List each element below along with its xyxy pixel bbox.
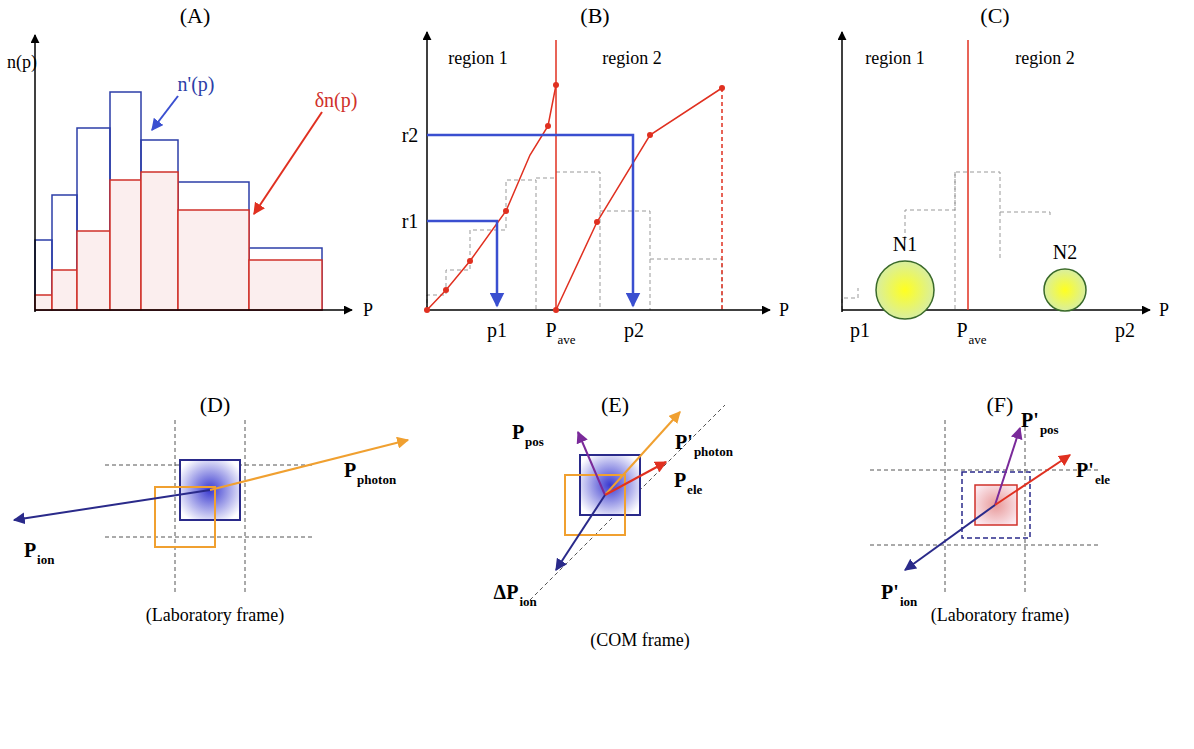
figure-label: P	[24, 540, 36, 560]
subscript-label: ave	[969, 333, 987, 346]
collision-f	[870, 420, 1100, 592]
figure-label: P'	[675, 432, 693, 452]
figure-label: (Laboratory frame)	[146, 606, 284, 624]
figure-label: n(p)	[7, 53, 37, 71]
figure-label: n'(p)	[178, 74, 215, 94]
figure-label: region 2	[1015, 49, 1074, 67]
particle-circle: N2	[1043, 268, 1087, 312]
figure-label: region 1	[448, 49, 507, 67]
figure-label: p1	[487, 320, 507, 340]
subscript-label: photon	[694, 445, 733, 458]
figure-label: (E)	[601, 394, 629, 416]
figure-label: P'	[1076, 460, 1094, 480]
figure-label: r2	[402, 125, 419, 145]
subscript-label: ion	[900, 595, 917, 608]
figure-label: P	[779, 301, 789, 319]
subscript-label: ion	[37, 553, 54, 566]
figure-label: (C)	[980, 5, 1009, 27]
figure-label: P	[1159, 301, 1169, 319]
collision-e	[530, 405, 725, 600]
subscript-label: pos	[1040, 423, 1059, 436]
figure-label: region 1	[865, 49, 924, 67]
collision-d	[14, 420, 408, 592]
circle-outline	[875, 260, 935, 320]
circle-outline	[1043, 268, 1087, 312]
figure-label: P	[956, 320, 967, 340]
subscript-label: ion	[519, 595, 536, 608]
figure-label: δn(p)	[315, 90, 358, 110]
figure-label: (Laboratory frame)	[931, 606, 1069, 624]
histogram-a	[35, 35, 352, 312]
figure-label: P	[363, 301, 373, 319]
cumulative-b	[424, 32, 770, 313]
figure-label: P	[545, 320, 556, 340]
figure-label: (D)	[200, 394, 231, 416]
figure-label: P'	[881, 582, 899, 602]
figure-label: ΔP	[494, 582, 519, 602]
node-label: N2	[1053, 242, 1077, 262]
figure-label: (F)	[987, 394, 1014, 416]
figure-label: (A)	[180, 5, 211, 27]
subscript-label: ele	[687, 483, 702, 496]
subscript-label: photon	[357, 473, 396, 486]
figure-label: P	[344, 460, 356, 480]
figure-label: P'	[1021, 410, 1039, 430]
particle-circle: N1	[875, 260, 935, 320]
figure-label: (COM frame)	[590, 631, 689, 649]
subscript-label: ele	[1095, 473, 1110, 486]
figure-label: p2	[624, 320, 644, 340]
subscript-label: ave	[558, 333, 576, 346]
figure-label: P	[512, 422, 524, 442]
node-label: N1	[893, 234, 917, 254]
figure-label: P	[674, 470, 686, 490]
figure-label: p1	[850, 320, 870, 340]
figure-label: (B)	[580, 5, 609, 27]
figure-label: region 2	[602, 49, 661, 67]
figure-label: r1	[402, 211, 419, 231]
subscript-label: pos	[525, 435, 544, 448]
figure-label: p2	[1115, 320, 1135, 340]
